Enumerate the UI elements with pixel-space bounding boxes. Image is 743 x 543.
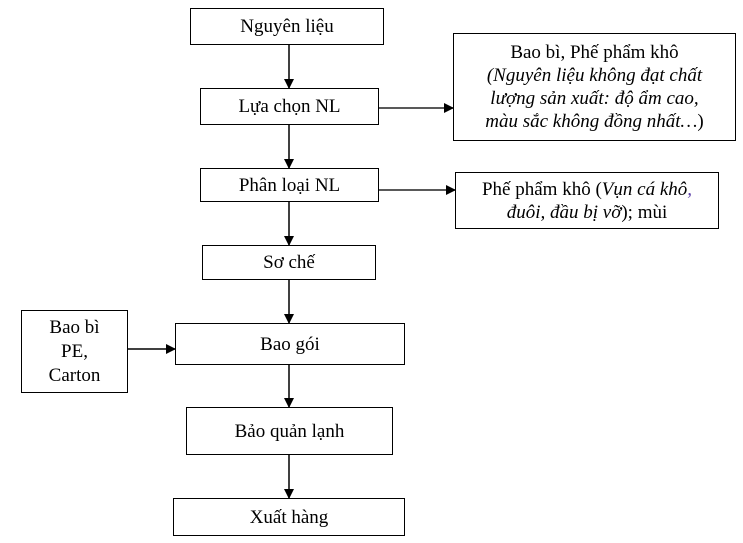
input-line: Bao bì <box>49 316 100 338</box>
reject-title: Bao bì, Phế phẩm khô <box>510 42 679 63</box>
reject-note-line: lượng sản xuất: độ ẩm cao, <box>490 88 699 109</box>
reject-suffix: ); mùi <box>621 201 668 223</box>
step-label: Bảo quản lạnh <box>234 420 345 442</box>
reject-accent-comma: , <box>687 178 693 200</box>
reject-note-close: ) <box>697 111 704 132</box>
step-label: Bao gói <box>260 333 320 355</box>
step-label: Xuất hàng <box>249 506 329 528</box>
reject-italic-2: đuôi, đầu bị vỡ <box>506 201 622 223</box>
input-bao-bi-pe-carton: Bao bì PE, Carton <box>21 310 128 393</box>
step-bao-quan-lanh: Bảo quản lạnh <box>186 407 393 455</box>
reject-italic-1: Vụn cá khô <box>601 178 688 200</box>
step-phan-loai-nl: Phân loại NL <box>200 168 379 202</box>
step-bao-goi: Bao gói <box>175 323 405 365</box>
reject-note-line: (Nguyên liệu không đạt chất <box>486 65 703 86</box>
step-so-che: Sơ chế <box>202 245 376 280</box>
input-line: PE, <box>61 340 88 362</box>
step-nguyen-lieu: Nguyên liệu <box>190 8 384 45</box>
step-xuat-hang: Xuất hàng <box>173 498 405 536</box>
output-reject-lua-chon: Bao bì, Phế phẩm khô (Nguyên liệu không … <box>453 33 736 141</box>
reject-note-line: màu sắc không đồng nhất… <box>485 111 698 132</box>
input-line: Carton <box>48 364 101 386</box>
step-label: Phân loại NL <box>238 174 341 196</box>
step-lua-chon-nl: Lựa chọn NL <box>200 88 379 125</box>
step-label: Lựa chọn NL <box>238 96 341 117</box>
step-label: Nguyên liệu <box>240 16 334 37</box>
reject-prefix: Phế phẩm khô ( <box>481 178 602 200</box>
step-label: Sơ chế <box>263 252 315 273</box>
output-reject-phan-loai: Phế phẩm khô (Vụn cá khô, đuôi, đầu bị v… <box>455 172 719 229</box>
